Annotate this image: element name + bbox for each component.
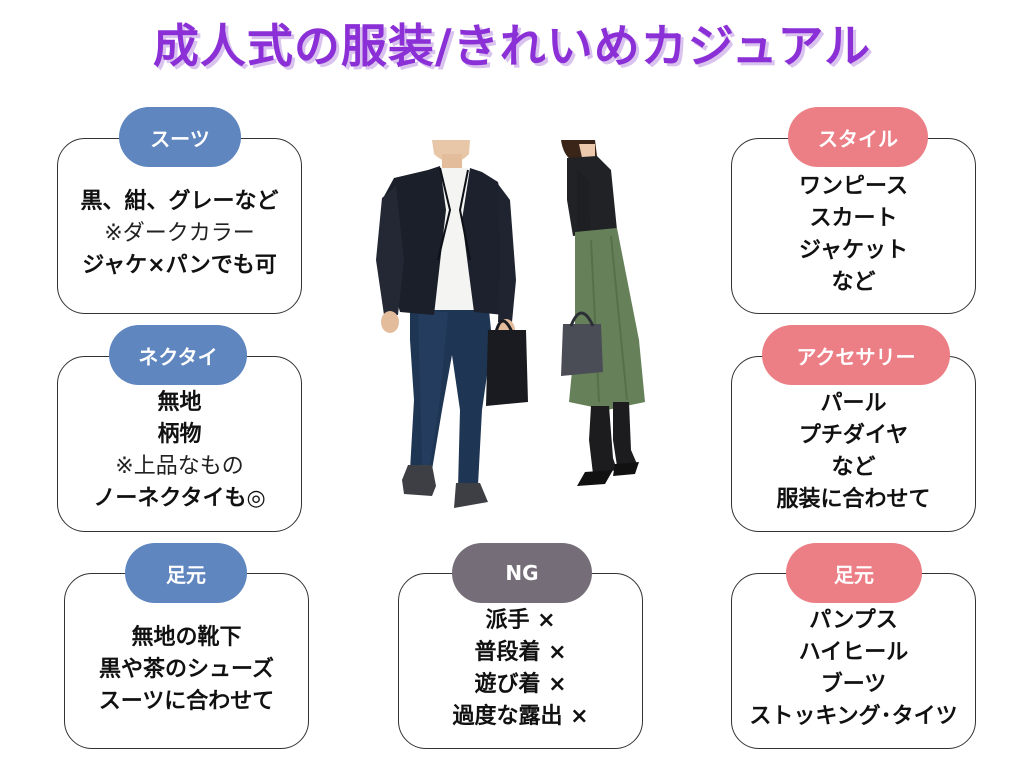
page-title: 成人式の服装/きれいめカジュアル (152, 19, 872, 73)
ng-card: 派手 × 普段着 × 遊び着 × 過度な露出 × (398, 573, 643, 749)
men-feet-line-3: スーツに合わせて (98, 689, 275, 714)
men-feet-label: 足元 (125, 543, 247, 603)
style-card: ワンピース スカート ジャケット など (731, 138, 976, 314)
ng-line-4: 過度な露出 × (452, 704, 589, 729)
accessory-card: パール プチダイヤ など 服装に合わせて (731, 356, 976, 532)
suit-line-2: ※ダークカラー (104, 221, 255, 246)
suit-label: スーツ (119, 107, 241, 167)
accessory-line-1: パール (820, 391, 887, 416)
style-line-1: ワンピース (799, 174, 908, 199)
ng-line-1: 派手 × (485, 608, 556, 633)
men-feet-line-1: 無地の靴下 (131, 625, 242, 650)
ng-line-3: 遊び着 × (474, 672, 567, 697)
women-feet-line-4: ストッキング･タイツ (749, 704, 958, 729)
man-illustration (376, 140, 528, 508)
accessory-label: アクセサリー (762, 325, 950, 385)
ng-label: NG (452, 543, 592, 603)
tie-line-2: 柄物 (157, 422, 202, 447)
suit-line-3: ジャケ×パンでも可 (82, 253, 277, 278)
accessory-line-4: 服装に合わせて (776, 487, 931, 512)
style-label: スタイル (788, 107, 928, 167)
accessory-line-3: など (831, 455, 876, 480)
tie-card: 無地 柄物 ※上品なもの ノーネクタイも◎ (57, 356, 302, 532)
suit-line-1: 黒、紺、グレーなど (80, 189, 279, 214)
style-line-2: スカート (809, 206, 898, 231)
men-feet-line-2: 黒や茶のシューズ (99, 657, 274, 682)
tie-line-1: 無地 (157, 390, 202, 415)
ng-line-2: 普段着 × (474, 640, 567, 665)
style-line-4: など (831, 270, 876, 295)
women-feet-label: 足元 (786, 543, 922, 603)
women-feet-line-1: パンプス (809, 608, 898, 633)
accessory-line-2: プチダイヤ (798, 423, 909, 448)
suit-card: 黒、紺、グレーなど ※ダークカラー ジャケ×パンでも可 (57, 138, 302, 314)
women-feet-line-2: ハイヒール (798, 640, 909, 665)
tie-line-4: ノーネクタイも◎ (93, 486, 266, 511)
tie-line-3: ※上品なもの (115, 454, 244, 479)
style-line-3: ジャケット (799, 238, 908, 263)
tie-label: ネクタイ (109, 325, 247, 385)
woman-illustration (561, 140, 645, 486)
women-feet-line-3: ブーツ (820, 672, 887, 697)
